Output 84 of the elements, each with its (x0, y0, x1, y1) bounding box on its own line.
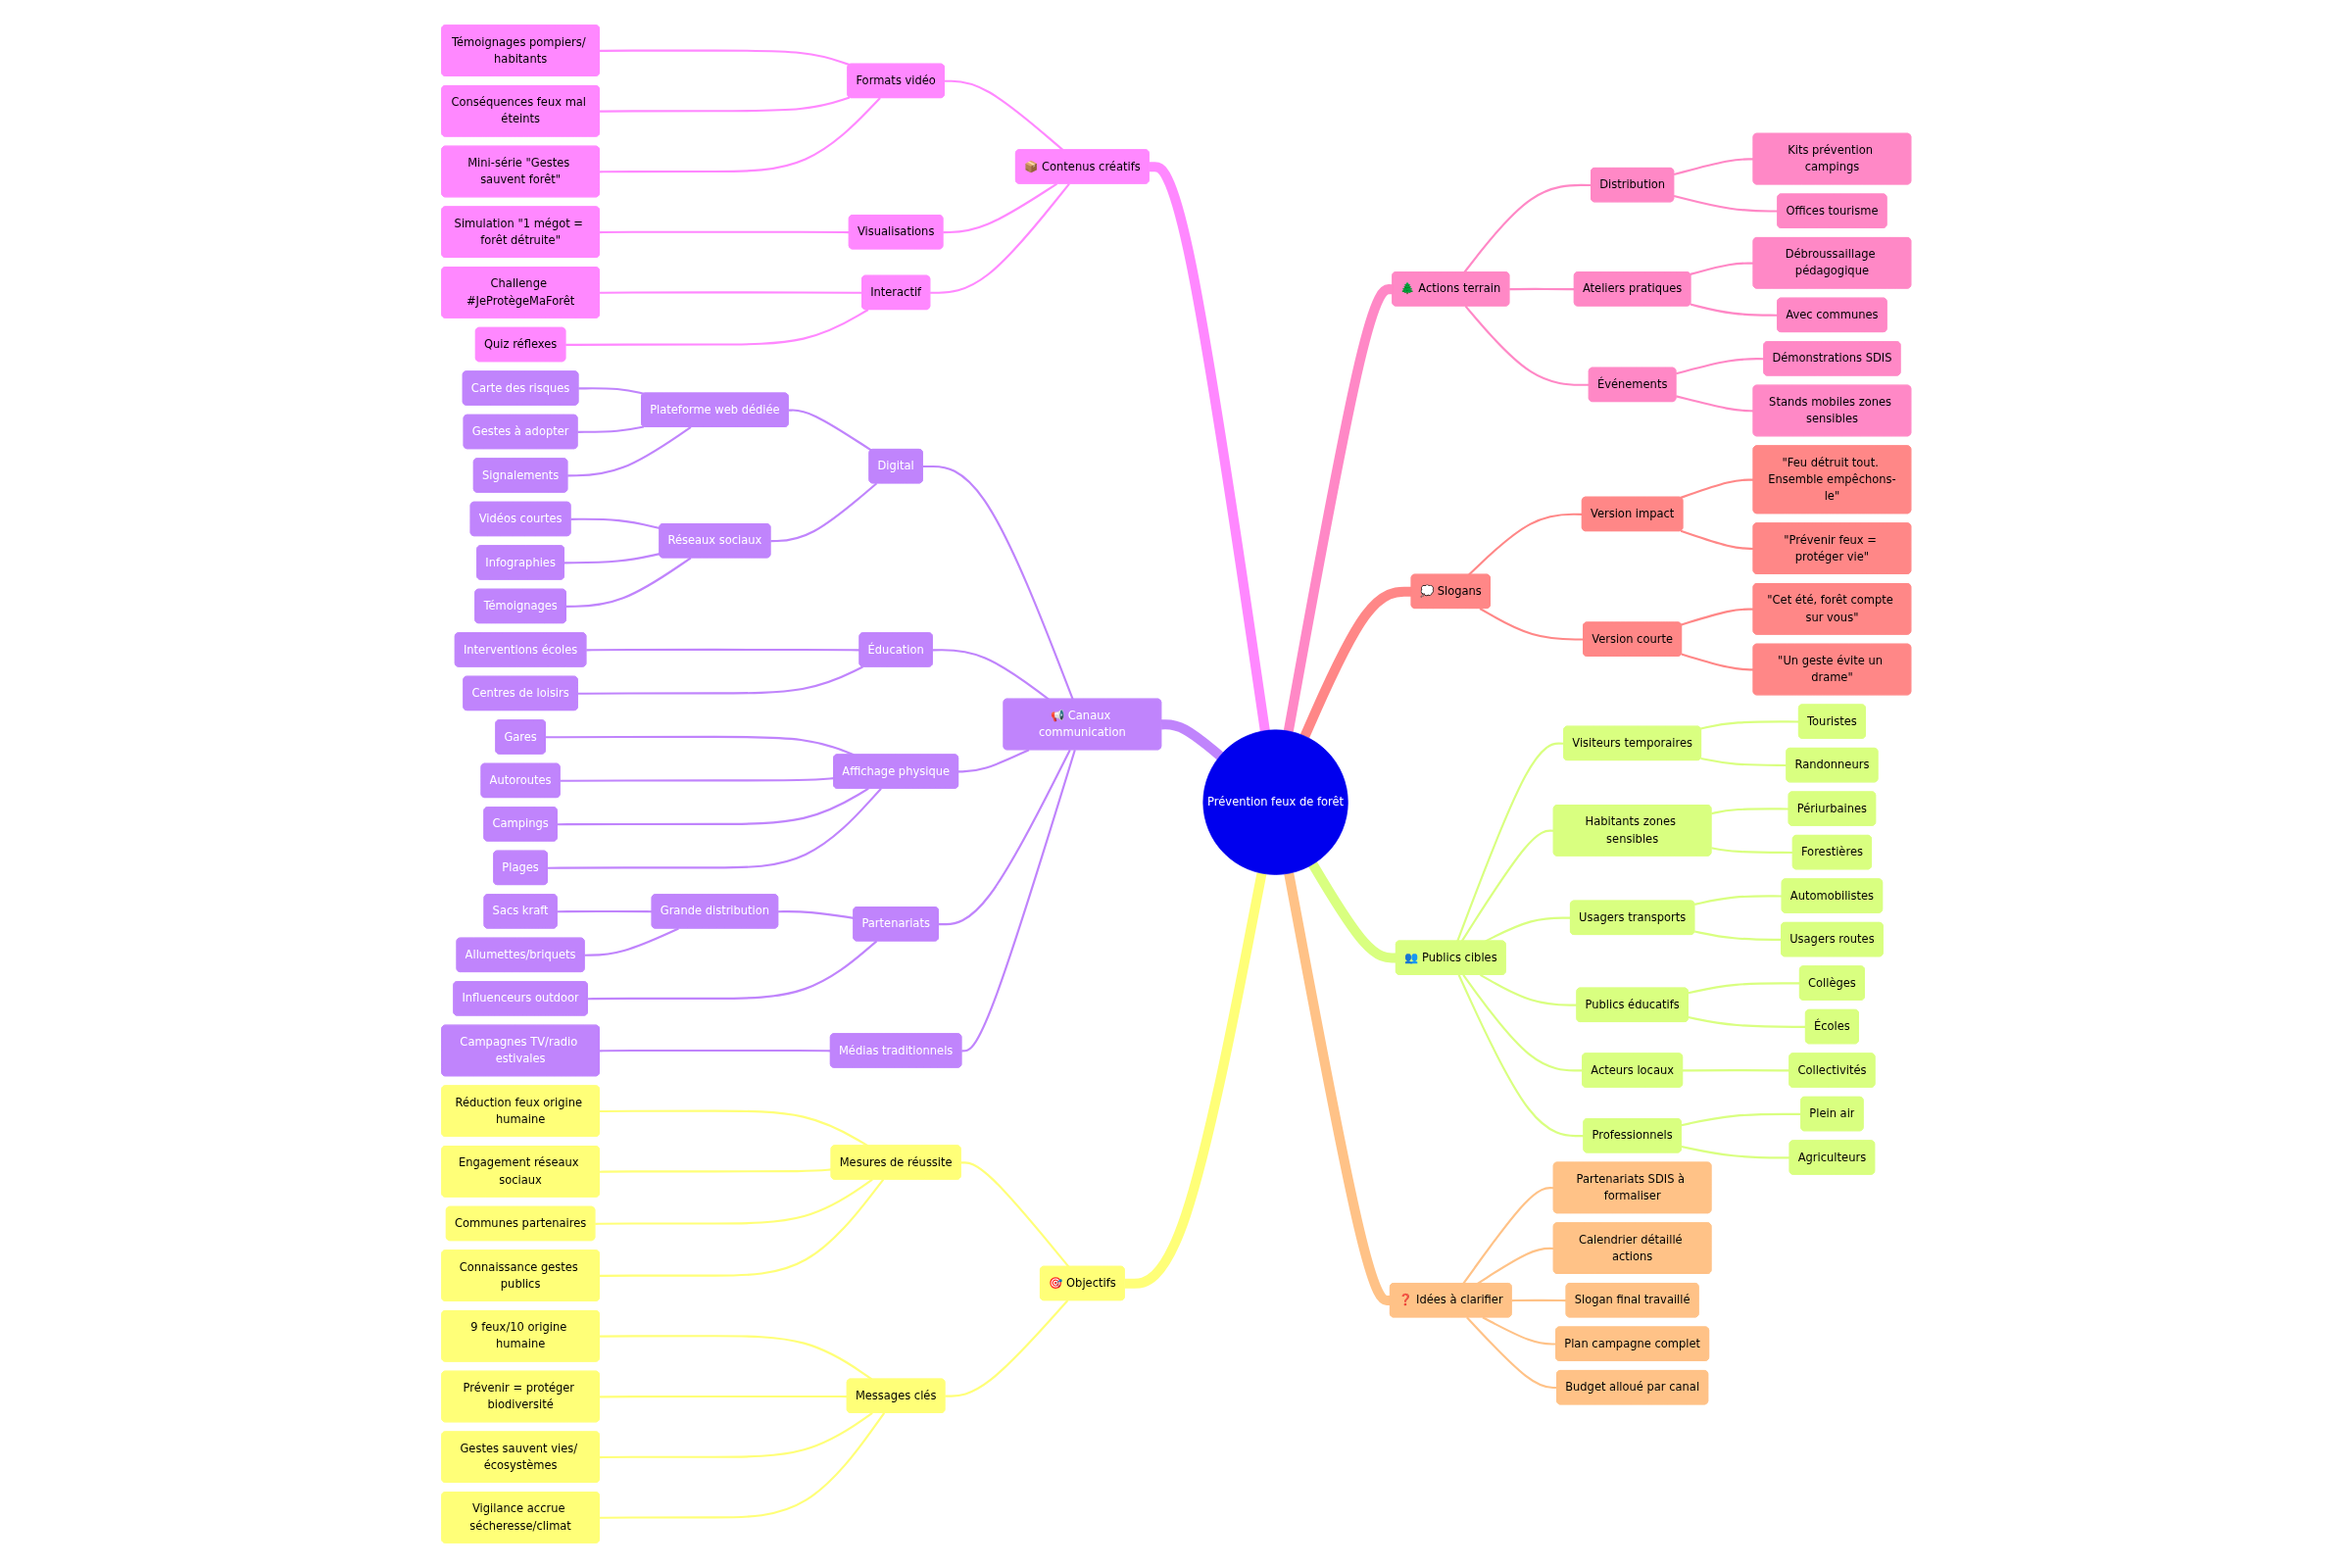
connector (1681, 608, 1754, 626)
connector (1675, 395, 1754, 413)
connector (944, 79, 1064, 151)
connector (1693, 930, 1782, 941)
connector (945, 1299, 1068, 1397)
node-circle: Prévention feux de forêt (1202, 729, 1348, 875)
connector (599, 1049, 831, 1053)
connector (584, 927, 679, 956)
connector (599, 1178, 884, 1277)
connector (1681, 1145, 1790, 1159)
connector (1673, 158, 1754, 176)
connector (577, 425, 644, 433)
connector (1700, 720, 1799, 730)
connector (599, 49, 850, 67)
connector (599, 230, 850, 234)
connector (570, 517, 661, 530)
connector (587, 940, 877, 1001)
connector (932, 649, 1050, 701)
connector (957, 749, 1030, 773)
connector (599, 1168, 832, 1173)
connector (557, 909, 653, 913)
connector (1462, 1187, 1554, 1285)
connector (922, 465, 1074, 700)
connector (1455, 742, 1564, 942)
connector (1688, 1016, 1806, 1028)
connector (599, 1412, 873, 1459)
connector (577, 665, 863, 695)
connector (564, 553, 661, 564)
connector (1690, 262, 1754, 275)
connector (560, 777, 834, 782)
connector (788, 409, 872, 452)
connector (599, 291, 862, 294)
connector (1464, 305, 1590, 386)
connector (564, 309, 869, 346)
connector (1681, 653, 1754, 671)
connector (960, 1161, 1070, 1268)
connector (777, 910, 855, 919)
connector (1462, 974, 1583, 1072)
connector (599, 1395, 848, 1398)
connector (1482, 1316, 1556, 1346)
connector (594, 1178, 873, 1225)
connector (1693, 895, 1783, 906)
connector (770, 482, 877, 543)
connector (938, 749, 1071, 926)
connector (943, 182, 1057, 234)
connector (565, 557, 692, 608)
connector (1511, 1298, 1567, 1302)
connector (1680, 478, 1754, 499)
connector (1485, 916, 1571, 943)
connector (1688, 982, 1800, 995)
connector (961, 749, 1076, 1053)
connector (1159, 719, 1223, 760)
connector (1465, 1316, 1557, 1390)
connector (1460, 829, 1554, 942)
connector (599, 1335, 872, 1381)
connector (1690, 303, 1778, 317)
connector (1710, 847, 1793, 855)
connector (566, 425, 692, 477)
connector (1457, 974, 1584, 1138)
connector (547, 787, 882, 869)
connector (1700, 757, 1787, 767)
connector (1467, 513, 1583, 576)
connector (929, 182, 1070, 294)
connector (1299, 586, 1412, 739)
connector (1463, 183, 1592, 273)
connector (599, 1412, 885, 1519)
connector (585, 648, 860, 652)
connector (578, 387, 644, 395)
connector (1673, 194, 1778, 213)
connector (1681, 1112, 1801, 1127)
connector (1682, 1069, 1789, 1072)
connector (599, 96, 850, 113)
connector (1680, 529, 1754, 551)
connector (1675, 358, 1764, 375)
connector (1283, 872, 1392, 1306)
connector (1476, 1247, 1554, 1285)
connector (599, 97, 881, 173)
connector (1283, 284, 1394, 732)
connector (557, 787, 869, 826)
connector (1710, 808, 1789, 815)
connector (1479, 608, 1584, 641)
connector (1508, 287, 1575, 291)
connector (1479, 973, 1577, 1006)
connector (1308, 861, 1396, 963)
